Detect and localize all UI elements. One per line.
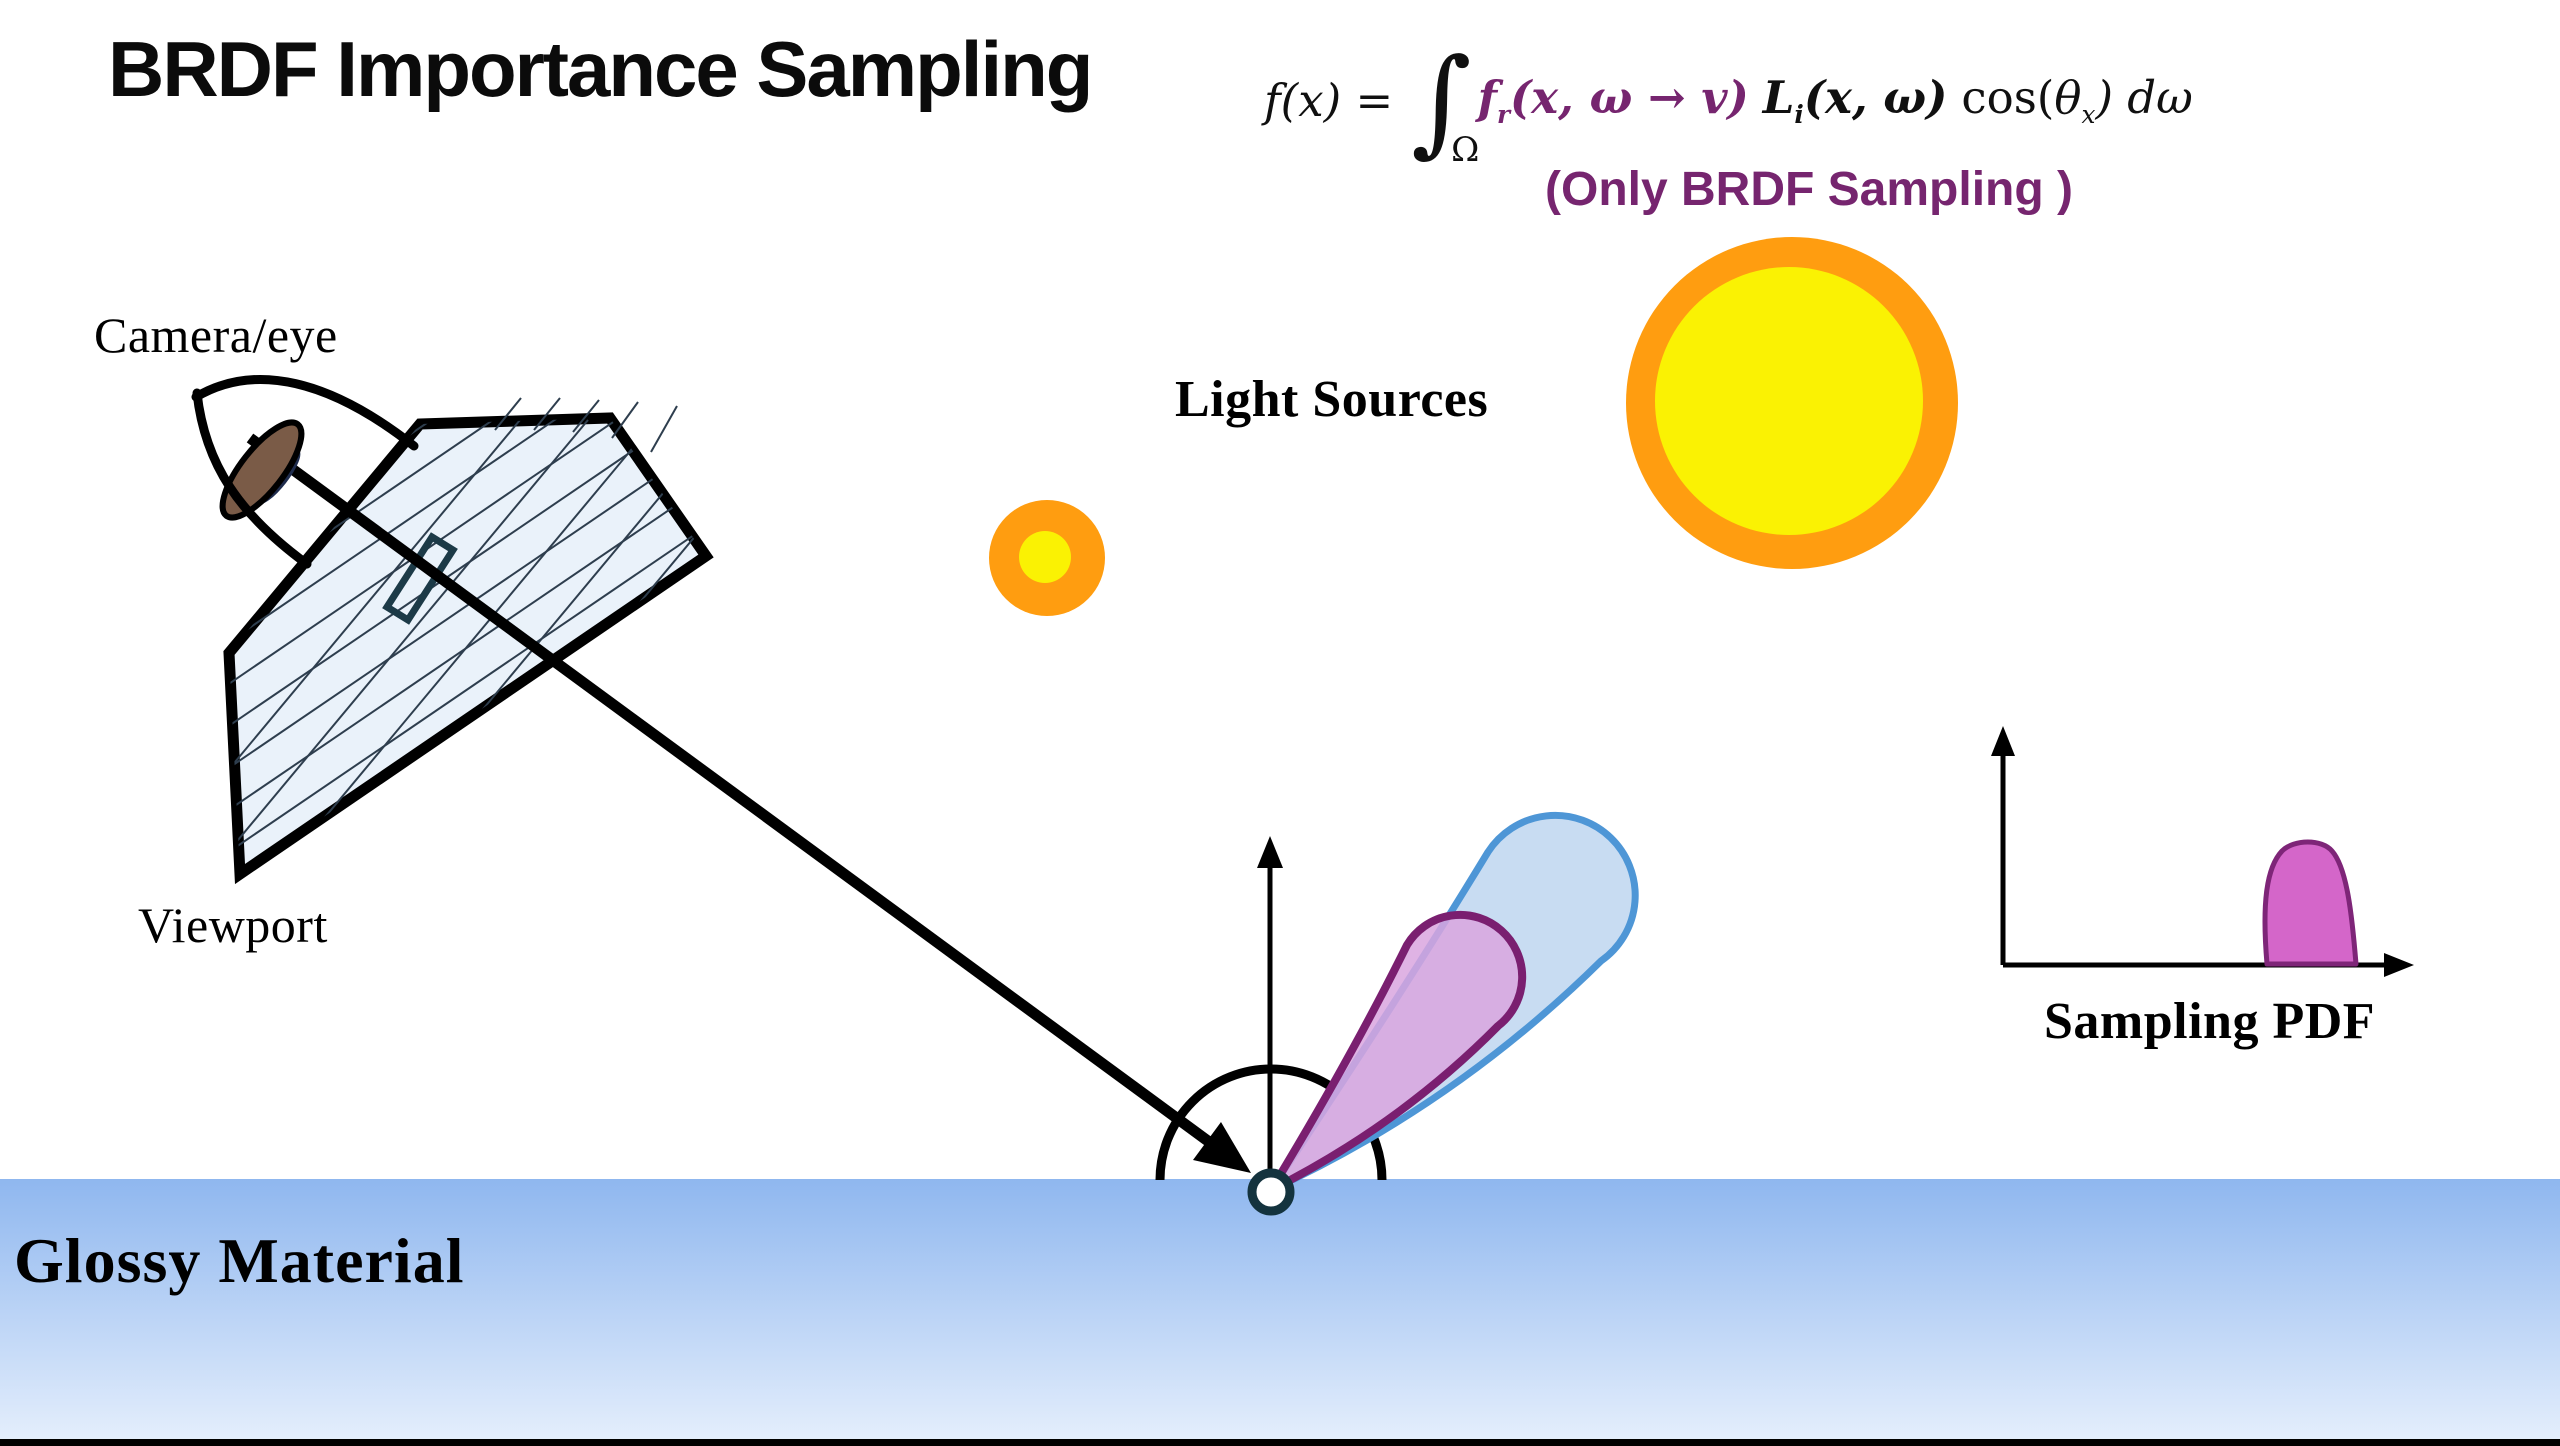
- surface-normal-arrow: [1257, 836, 1283, 1182]
- light-source-small: [989, 500, 1105, 616]
- sun-small-core: [1019, 531, 1071, 583]
- only-brdf-sampling-note: (Only BRDF Sampling ): [1545, 163, 2073, 216]
- viewport-plane: [223, 397, 714, 885]
- light-sources-label: Light Sources: [1175, 371, 1489, 428]
- integral-domain: Ω: [1451, 130, 1480, 171]
- view-ray-arrowhead: [1193, 1122, 1251, 1173]
- pdf-y-arrowhead: [1991, 726, 2015, 756]
- glossy-surface: [0, 1179, 2560, 1440]
- rendering-equation: f(x) = ∫ Ω fr(x, ω → v) Li(x, ω) cos(θx)…: [1264, 33, 2193, 171]
- bottom-border: [0, 1439, 2560, 1446]
- equation-lhs: f(x) =: [1264, 73, 1394, 127]
- camera-eye-label: Camera/eye: [94, 307, 338, 363]
- equation-cosine-term: cos(θx) dω: [1961, 71, 2193, 129]
- pdf-peak: [2262, 839, 2359, 967]
- equation-brdf-term: fr(x, ω → v): [1477, 71, 1749, 129]
- pdf-x-arrowhead: [2384, 953, 2414, 977]
- integral-sign: ∫ Ω: [1411, 33, 1480, 171]
- equation-radiance-term: Li(x, ω): [1762, 71, 1948, 129]
- glossy-material-label: Glossy Material: [14, 1225, 465, 1296]
- viewport-label: Viewport: [138, 897, 328, 953]
- eye-icon: [191, 375, 419, 569]
- pdf-plot: [1991, 726, 2414, 977]
- viewport-grid-overshoot-ticks: [494, 397, 678, 453]
- light-source-large: [1626, 237, 1958, 569]
- viewport-pixel: [382, 532, 458, 625]
- hit-point: [1247, 1168, 1295, 1216]
- eye-lower-lid: [192, 388, 312, 569]
- sun-large-core: [1655, 267, 1923, 535]
- eye-lens: [219, 419, 305, 521]
- sampling-pdf-label: Sampling PDF: [2044, 993, 2376, 1050]
- sampling-lobe: [1267, 910, 1527, 1194]
- eye-upper-lid: [191, 375, 419, 451]
- slide-title: BRDF Importance Sampling: [108, 25, 1093, 113]
- view-ray: [246, 433, 1251, 1173]
